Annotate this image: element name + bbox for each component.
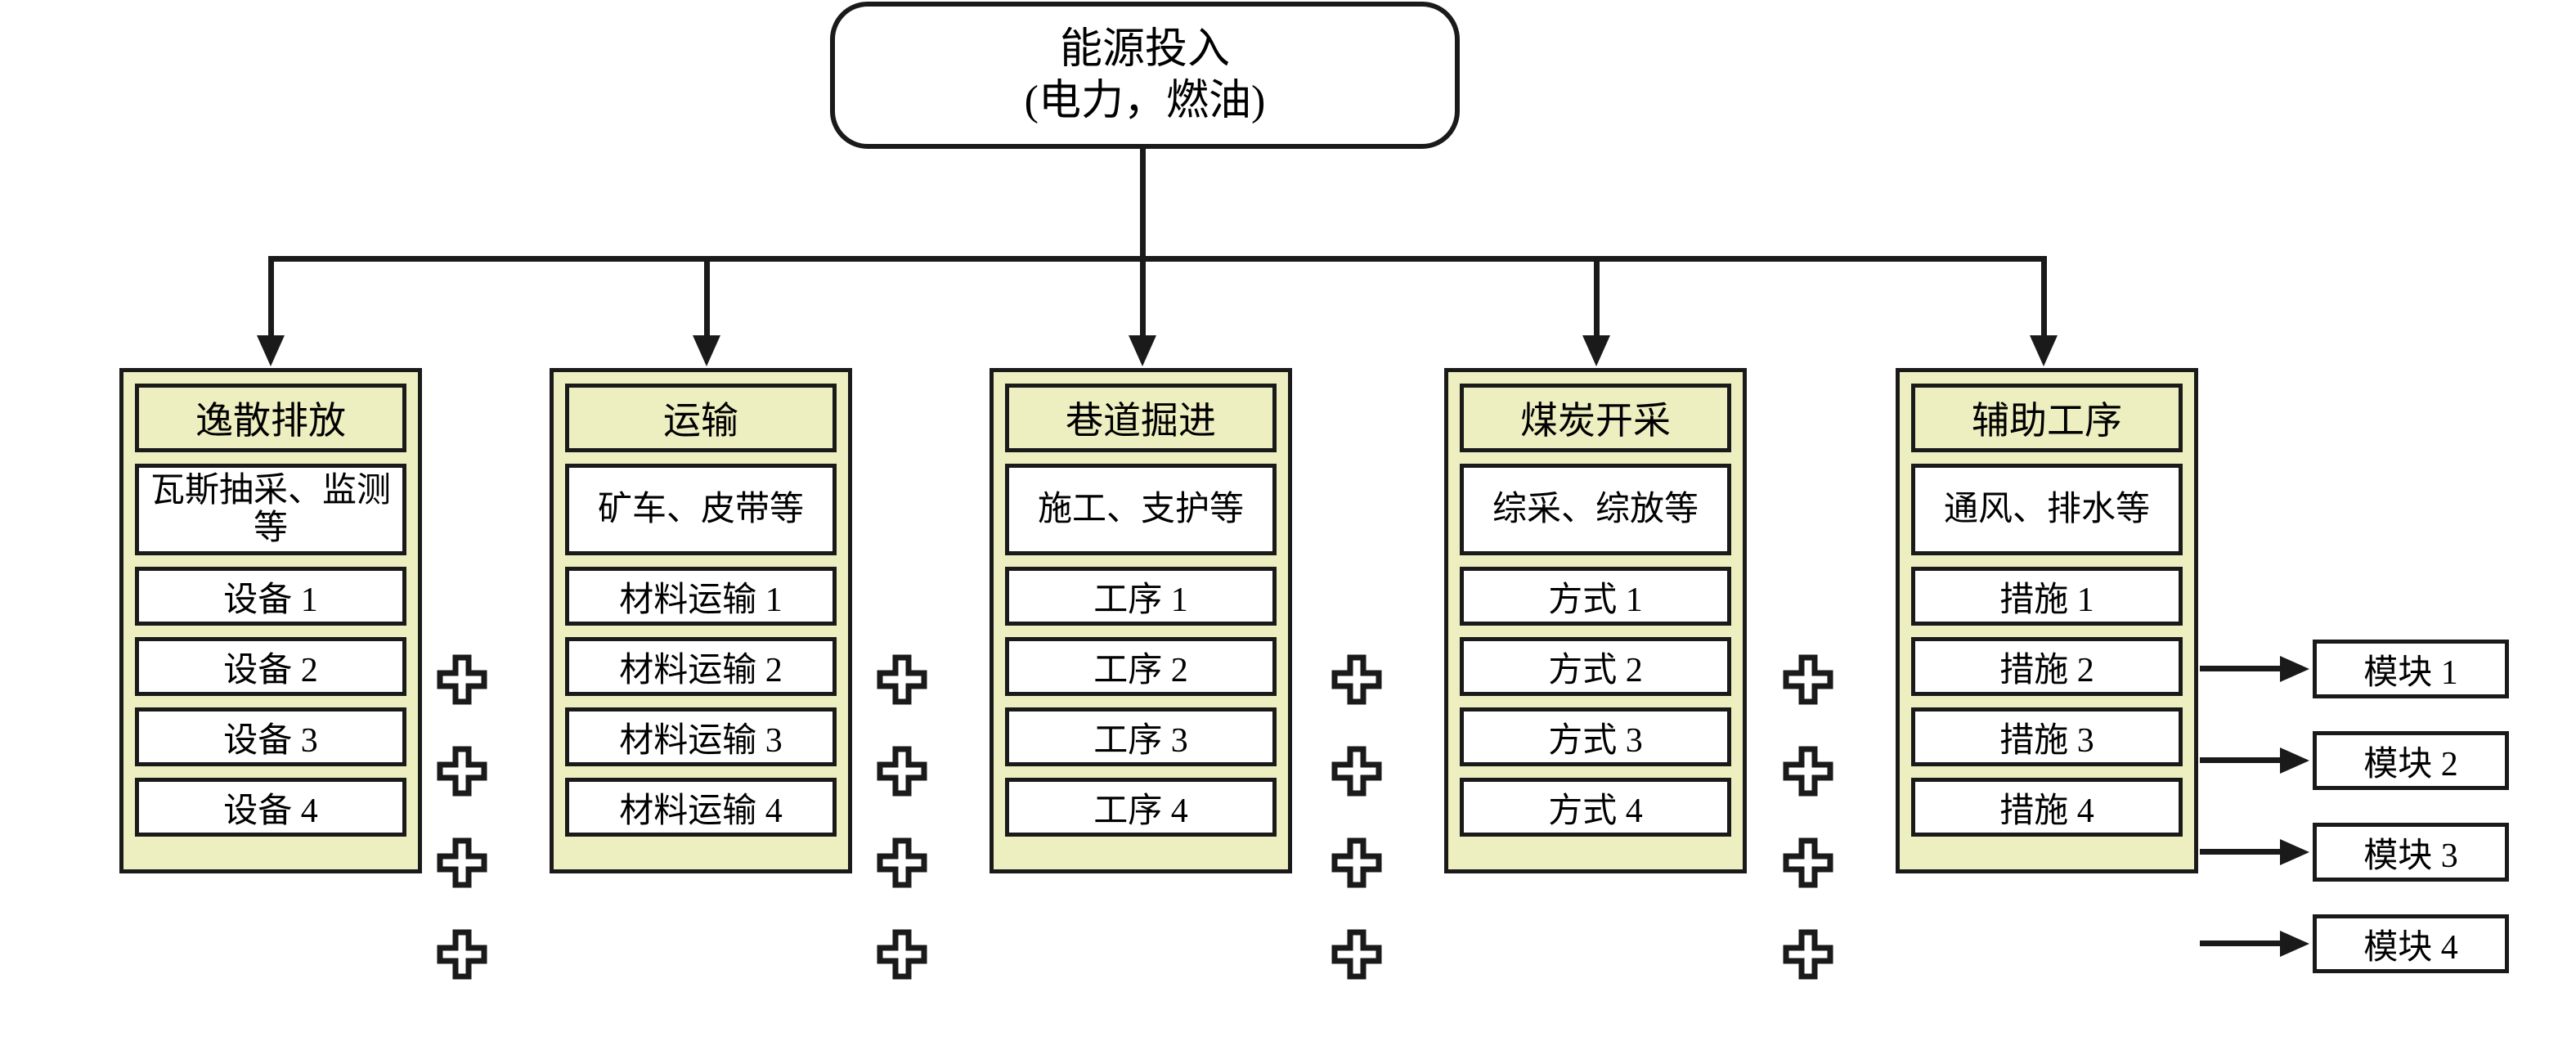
column-item-5-2[interactable]: 措施 2	[1911, 637, 2183, 696]
column-item-5-1[interactable]: 措施 1	[1911, 567, 2183, 626]
connector-distribution-bar	[271, 256, 2047, 262]
column-header-4: 煤炭开采	[1460, 384, 1731, 452]
energy-input-node: 能源投入 (电力，燃油)	[830, 2, 1460, 149]
plus-icon-r2-c2	[877, 746, 927, 797]
arrow-down-5	[2030, 335, 2058, 366]
connector-drop-5	[2041, 256, 2047, 338]
connector-drop-3	[1140, 256, 1146, 338]
module-connector-1	[2200, 666, 2282, 671]
module-box-4[interactable]: 模块 4	[2313, 914, 2509, 973]
plus-icon-r4-c1	[437, 929, 487, 980]
arrow-right-4	[2280, 931, 2309, 957]
column-item-4-2[interactable]: 方式 2	[1460, 637, 1731, 696]
module-connector-4	[2200, 940, 2282, 946]
connector-drop-4	[1594, 256, 1600, 338]
column-subtitle-4: 综采、综放等	[1460, 464, 1731, 555]
arrow-right-3	[2280, 839, 2309, 865]
column-subtitle-5: 通风、排水等	[1911, 464, 2183, 555]
module-box-2[interactable]: 模块 2	[2313, 731, 2509, 790]
plus-icon-r4-c3	[1331, 929, 1382, 980]
plus-icon-r2-c1	[437, 746, 487, 797]
column-item-1-4[interactable]: 设备 4	[135, 778, 406, 837]
energy-input-line-1: 能源投入	[1059, 25, 1230, 73]
column-subtitle-3: 施工、支护等	[1005, 464, 1277, 555]
column-item-1-3[interactable]: 设备 3	[135, 707, 406, 766]
plus-icon-r3-c3	[1331, 837, 1382, 888]
arrow-down-4	[1582, 335, 1610, 366]
plus-icon-r1-c2	[877, 654, 927, 705]
column-item-2-4[interactable]: 材料运输 4	[565, 778, 837, 837]
column-subtitle-1: 瓦斯抽采、监测等	[135, 464, 406, 555]
plus-icon-r1-c1	[437, 654, 487, 705]
connector-drop-1	[268, 256, 274, 338]
plus-icon-r1-c4	[1783, 654, 1833, 705]
process-column-roadway-driving[interactable]: 巷道掘进 施工、支护等 工序 1 工序 2 工序 3 工序 4	[990, 368, 1292, 873]
column-item-4-4[interactable]: 方式 4	[1460, 778, 1731, 837]
plus-icon-r4-c4	[1783, 929, 1833, 980]
arrow-right-2	[2280, 747, 2309, 774]
module-connector-3	[2200, 849, 2282, 855]
plus-icon-r2-c3	[1331, 746, 1382, 797]
column-item-3-2[interactable]: 工序 2	[1005, 637, 1277, 696]
column-header-2: 运输	[565, 384, 837, 452]
plus-icon-r3-c1	[437, 837, 487, 888]
arrow-down-3	[1129, 335, 1156, 366]
column-header-1: 逸散排放	[135, 384, 406, 452]
column-item-2-1[interactable]: 材料运输 1	[565, 567, 837, 626]
column-item-5-4[interactable]: 措施 4	[1911, 778, 2183, 837]
column-item-5-3[interactable]: 措施 3	[1911, 707, 2183, 766]
arrow-down-1	[257, 335, 285, 366]
column-item-2-2[interactable]: 材料运输 2	[565, 637, 837, 696]
column-item-3-3[interactable]: 工序 3	[1005, 707, 1277, 766]
column-item-3-4[interactable]: 工序 4	[1005, 778, 1277, 837]
column-header-3: 巷道掘进	[1005, 384, 1277, 452]
module-box-3[interactable]: 模块 3	[2313, 823, 2509, 882]
plus-icon-r3-c2	[877, 837, 927, 888]
plus-icon-r3-c4	[1783, 837, 1833, 888]
process-column-coal-mining[interactable]: 煤炭开采 综采、综放等 方式 1 方式 2 方式 3 方式 4	[1444, 368, 1747, 873]
plus-icon-r2-c4	[1783, 746, 1833, 797]
column-item-1-1[interactable]: 设备 1	[135, 567, 406, 626]
module-connector-2	[2200, 757, 2282, 763]
column-item-3-1[interactable]: 工序 1	[1005, 567, 1277, 626]
plus-icon-r1-c3	[1331, 654, 1382, 705]
connector-drop-2	[704, 256, 710, 338]
column-header-5: 辅助工序	[1911, 384, 2183, 452]
column-item-4-3[interactable]: 方式 3	[1460, 707, 1731, 766]
energy-input-line-2: (电力，燃油)	[1024, 78, 1266, 124]
column-subtitle-2: 矿车、皮带等	[565, 464, 837, 555]
column-item-4-1[interactable]: 方式 1	[1460, 567, 1731, 626]
column-item-2-3[interactable]: 材料运输 3	[565, 707, 837, 766]
process-column-auxiliary[interactable]: 辅助工序 通风、排水等 措施 1 措施 2 措施 3 措施 4	[1896, 368, 2198, 873]
process-column-fugitive-emission[interactable]: 逸散排放 瓦斯抽采、监测等 设备 1 设备 2 设备 3 设备 4	[119, 368, 422, 873]
plus-icon-r4-c2	[877, 929, 927, 980]
arrow-right-1	[2280, 656, 2309, 682]
module-box-1[interactable]: 模块 1	[2313, 640, 2509, 698]
connector-stem	[1140, 149, 1146, 262]
process-column-transport[interactable]: 运输 矿车、皮带等 材料运输 1 材料运输 2 材料运输 3 材料运输 4	[550, 368, 852, 873]
arrow-down-2	[693, 335, 720, 366]
column-item-1-2[interactable]: 设备 2	[135, 637, 406, 696]
